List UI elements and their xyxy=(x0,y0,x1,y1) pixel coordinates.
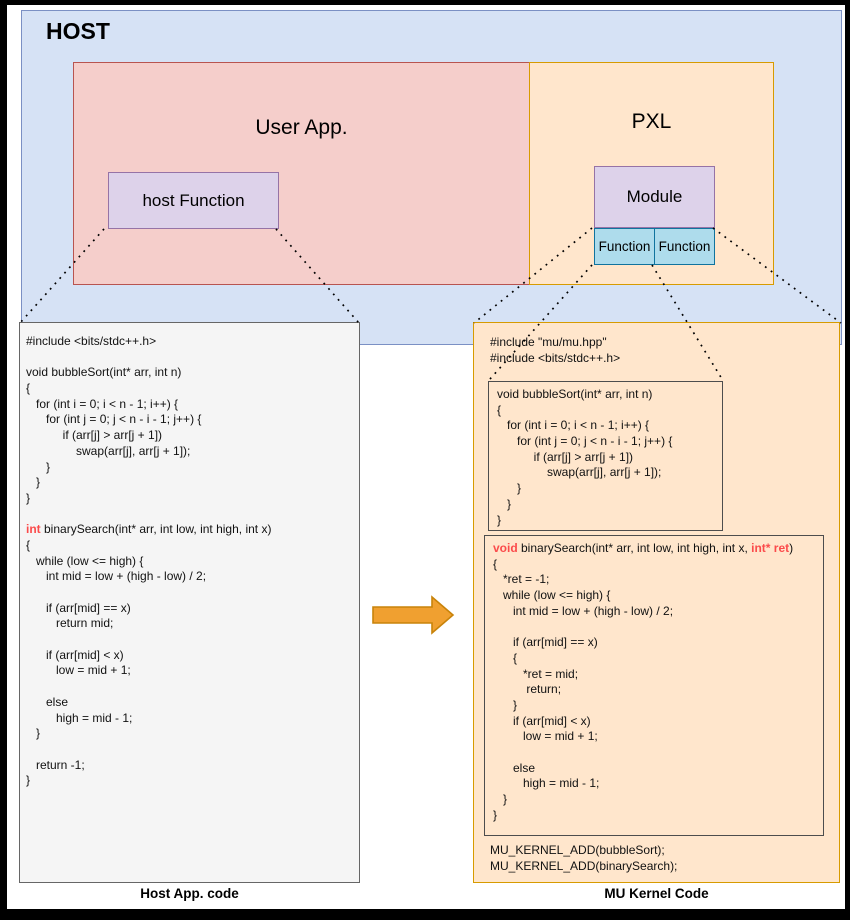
host-container: HOST User App. host Function PXL Module … xyxy=(21,10,842,345)
kernel-code-caption: MU Kernel Code xyxy=(604,886,709,901)
host-title: HOST xyxy=(46,18,110,44)
bubblesort-code: void bubbleSort(int* arr, int n){ for (i… xyxy=(497,387,673,527)
function-box-right: Function xyxy=(655,228,715,265)
host-code-block: #include <bits/stdc++.h> void bubbleSort… xyxy=(19,322,360,883)
kernel-includes: #include "mu/mu.hpp"#include <bits/stdc+… xyxy=(490,335,621,365)
module-box: Module xyxy=(594,166,715,228)
host-code: #include <bits/stdc++.h> void bubbleSort… xyxy=(26,334,272,788)
function-box-left: Function xyxy=(594,228,655,265)
kernel-code-block: #include "mu/mu.hpp"#include <bits/stdc+… xyxy=(473,322,840,883)
bubblesort-inner-box: void bubbleSort(int* arr, int n){ for (i… xyxy=(488,381,723,531)
user-app-label: User App. xyxy=(255,116,348,139)
pxl-label: PXL xyxy=(631,110,672,133)
binarysearch-code: void binarySearch(int* arr, int low, int… xyxy=(493,541,794,822)
host-function-box: host Function xyxy=(108,172,279,229)
kernel-register-lines: MU_KERNEL_ADD(bubbleSort);MU_KERNEL_ADD(… xyxy=(490,843,678,873)
binarysearch-inner-box: void binarySearch(int* arr, int low, int… xyxy=(484,535,824,836)
function-row: Function Function xyxy=(594,228,715,265)
user-app-box: User App. host Function xyxy=(73,62,530,285)
pxl-box: PXL Module Function Function xyxy=(529,62,774,285)
host-code-caption: Host App. code xyxy=(140,886,239,901)
